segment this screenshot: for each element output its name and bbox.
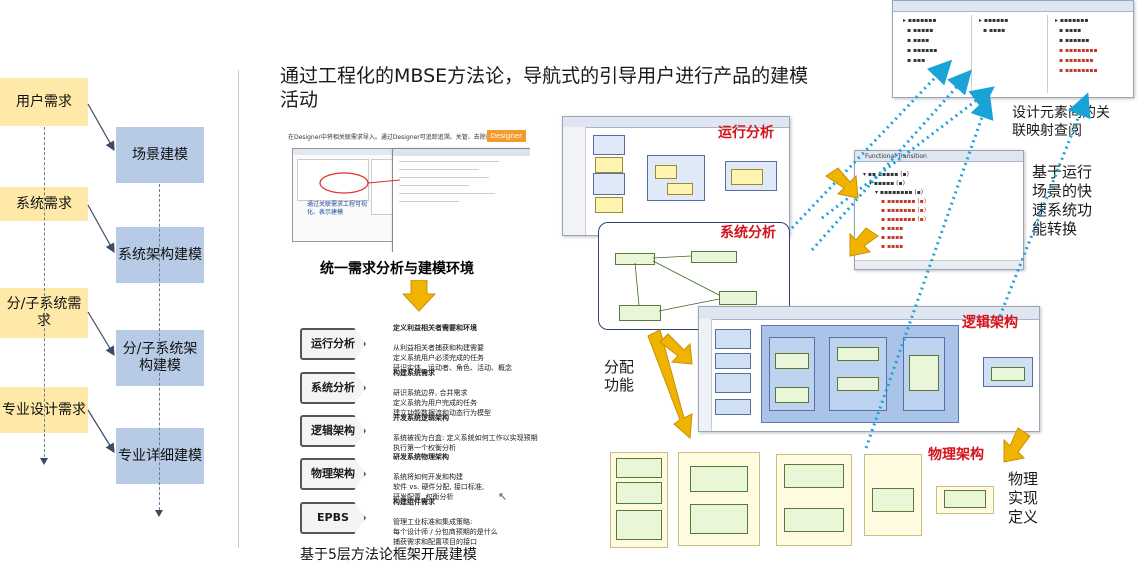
physical-arch-title: 物理架构	[928, 447, 984, 463]
designer-popup	[392, 148, 530, 252]
logical-arch-title: 逻辑架构	[962, 315, 1018, 331]
method-caption: 基于5层方法论框架开展建模	[300, 547, 477, 563]
designer-screenshot: 在Designer中将相关联需求导入。通过Designer可追踪追溯、关管、去除…	[282, 128, 530, 252]
designer-callout: 通过关联需求工程可视化、表示建模	[307, 201, 368, 216]
model-timeline-arrow	[155, 510, 163, 517]
flow-connectors	[87, 103, 115, 454]
op-analysis-title: 运行分析	[718, 125, 774, 141]
ft-screenshot: Functional Transition ▾ ▪▪ ▪▪▪▪▪ (▪) ▾ ▪…	[854, 150, 1024, 270]
headline: 通过工程化的MBSE方法论，导航式的引导用户进行产品的建模活动	[280, 65, 809, 111]
req-timeline-arrow	[40, 458, 48, 465]
gold-arrow-to-physical	[1003, 427, 1031, 463]
step-operational: 运行分析	[300, 328, 366, 360]
model-timeline	[159, 184, 160, 510]
scenario-note: 基于运行场景的快速系统功能转换	[1032, 163, 1093, 238]
physical-arch-screenshot	[608, 446, 1000, 550]
op-analysis-screenshot	[562, 116, 790, 236]
section-divider	[238, 70, 239, 548]
step-desc-physical: 研发系统物理架构 系统将如何开发和构建 软件 vs. 硬件分配, 接口标准, 研…	[393, 453, 485, 501]
step-system: 系统分析	[300, 372, 366, 404]
model-detail: 专业详细建模	[116, 428, 204, 484]
sys-analysis-title: 系统分析	[720, 225, 776, 241]
step-desc-logical: 开发系统逻辑架构 系统被视为白盒: 定义系统如何工作以实现预期 执行第一个权衡分…	[393, 414, 538, 452]
step-desc-epbs: 构建组件需求 管理工业标准和集成策略: 每个设计师 / 分包商预期的是什么 捕获…	[393, 498, 498, 546]
step-physical: 物理架构	[300, 458, 366, 490]
mapping-screenshot: ▸ ▪▪▪▪▪▪▪ ▪ ▪▪▪▪▪ ▪ ▪▪▪▪ ▪ ▪▪▪▪▪▪ ▪ ▪▪▪ …	[892, 0, 1134, 98]
ft-window-title: Functional Transition	[865, 153, 927, 160]
designer-badge: Designer	[486, 130, 526, 142]
step-logical: 逻辑架构	[300, 415, 366, 447]
req-user: 用户需求	[0, 78, 88, 126]
model-system-arch: 系统架构建模	[116, 227, 204, 283]
physical-note: 物理实现定义	[1008, 470, 1039, 526]
req-timeline	[44, 127, 45, 457]
env-down-arrow	[402, 280, 436, 312]
env-title: 统一需求分析与建模环境	[320, 261, 474, 277]
model-scenario: 场景建模	[116, 127, 204, 183]
alloc-label: 分配功能	[604, 358, 635, 394]
mapping-note: 设计元素间的关联映射查阅	[1012, 105, 1110, 139]
designer-note: 在Designer中将相关联需求导入。通过Designer可追踪追溯、关管、去除…	[288, 134, 498, 141]
model-subsystem-arch: 分/子系统架构建模	[116, 330, 204, 386]
gold-arrow-sys-to-logical	[659, 333, 693, 365]
mouse-cursor-icon: ↖	[498, 490, 508, 503]
step-epbs: EPBS	[300, 502, 366, 534]
step-desc-system: 构建系统需求 研识系统边界, 合并需求 定义系统为用户完成的任务 建立功能数据流…	[393, 369, 491, 417]
step-desc-operational: 定义利益相关者需要和环境 从利益相关者捕获和构建需要 定义系统用户必须完成的任务…	[393, 324, 512, 372]
gold-arrow-alloc	[647, 329, 693, 440]
